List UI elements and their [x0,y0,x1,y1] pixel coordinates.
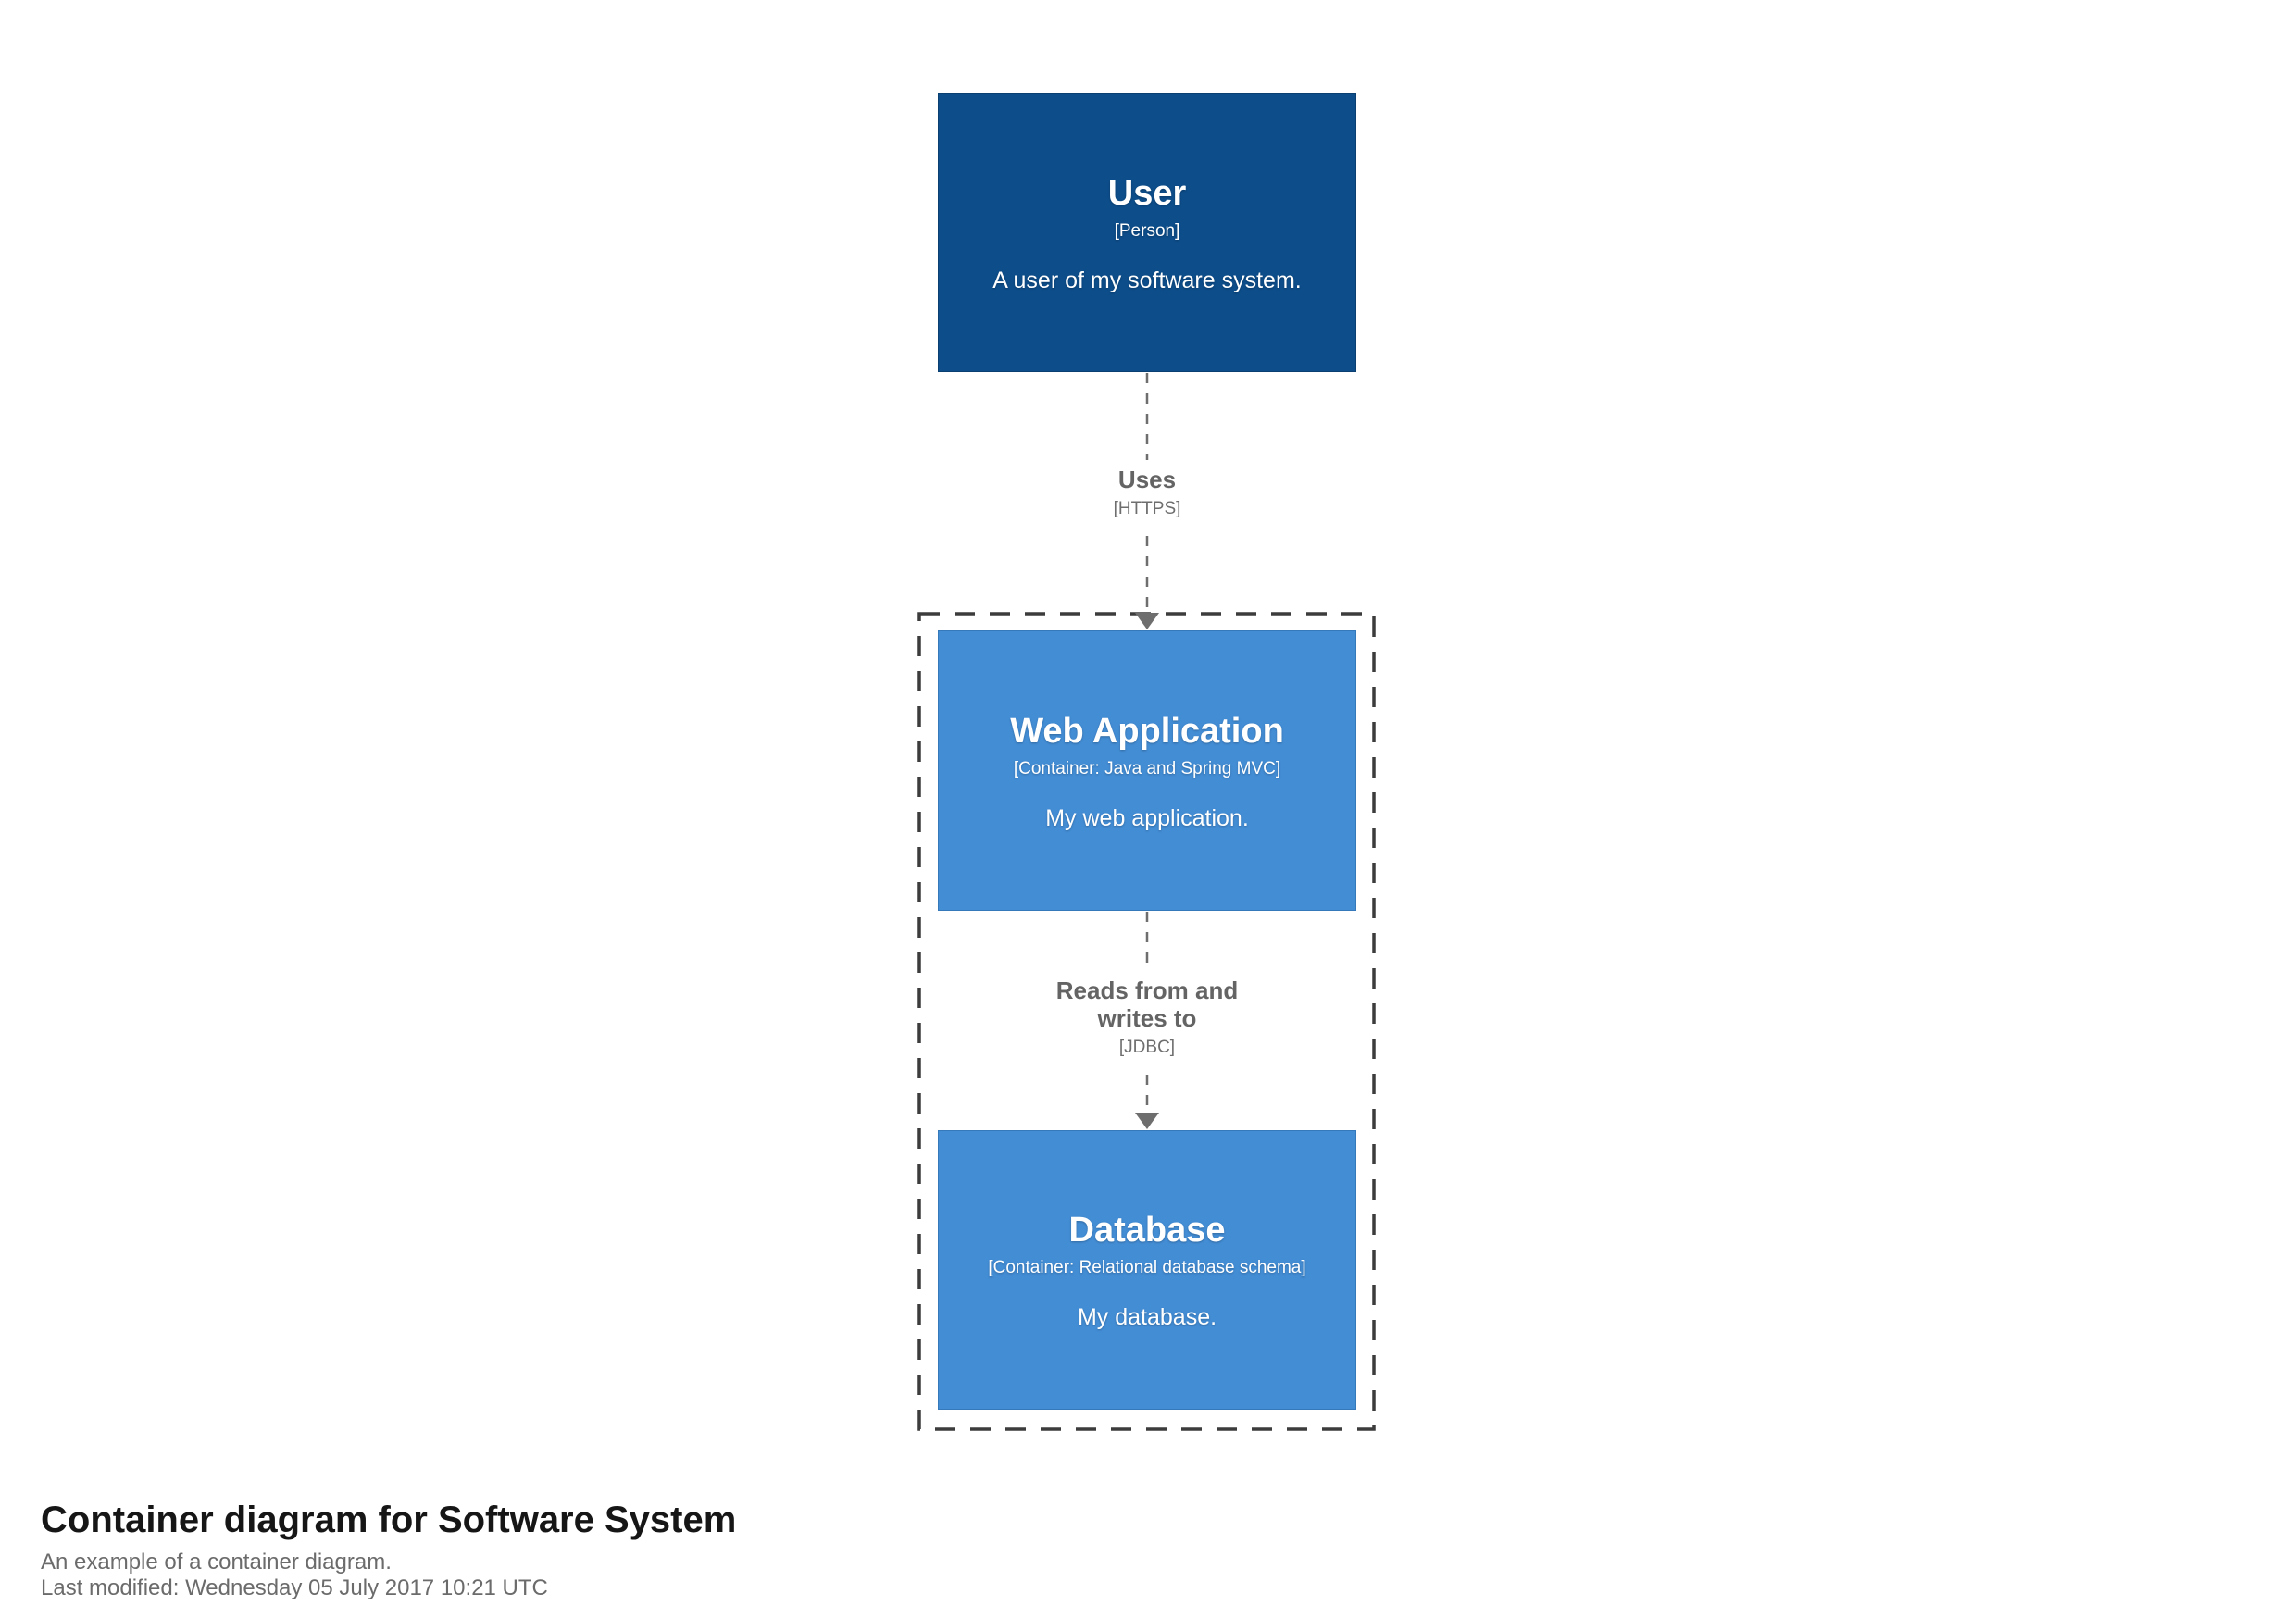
node-database-title: Database [1068,1211,1226,1250]
node-web-application-meta: [Container: Java and Spring MVC] [1013,758,1281,778]
relationship-reads-writes-label: Reads from and writes to [JDBC] [1014,971,1280,1064]
node-web-application-description: My web application. [1045,804,1249,831]
diagram-last-modified: Last modified: Wednesday 05 July 2017 10… [41,1575,548,1600]
node-user: User [Person] A user of my software syst… [938,93,1356,372]
node-database-description: My database. [1077,1304,1217,1330]
diagram-footer: Container diagram for Software System An… [41,1498,736,1601]
relationship-reads-writes-name: Reads from and writes to [1055,977,1239,1032]
diagram-title: Container diagram for Software System [41,1500,737,1540]
relationship-reads-writes-technology: [JDBC] [1118,1038,1176,1057]
node-database-meta: [Container: Relational database schema] [988,1258,1306,1277]
relationship-uses-technology: [HTTPS] [1113,499,1181,518]
node-user-description: A user of my software system. [992,267,1302,293]
node-database: Database [Container: Relational database… [938,1130,1356,1410]
node-user-meta: [Person] [1114,220,1180,241]
node-user-title: User [1107,173,1187,213]
relationship-uses-name: Uses [1117,466,1177,493]
node-web-application-title: Web Application [1010,711,1284,751]
relationship-uses-label: Uses [HTTPS] [1100,460,1194,526]
reads-writes-arrowhead-icon [1135,1113,1159,1129]
uses-arrowhead-icon [1135,613,1159,629]
diagram-subtitle: An example of a container diagram. [41,1550,392,1574]
node-web-application: Web Application [Container: Java and Spr… [938,630,1356,911]
